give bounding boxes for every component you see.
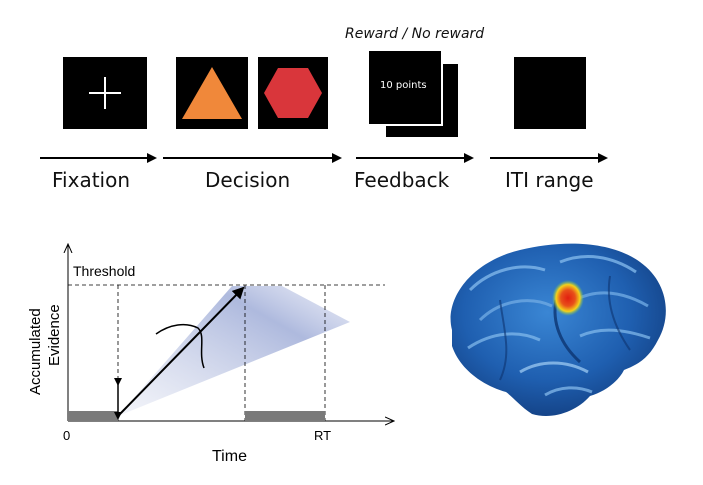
non-decision-time-bar-2 — [245, 411, 325, 421]
feedback-points-text: 10 points — [380, 80, 427, 91]
reward-no-reward-label: Reward / No reward — [345, 26, 485, 42]
timeline-arrows — [40, 153, 608, 163]
stage-label-fixation: Fixation — [52, 168, 131, 192]
hexagon-stimulus-icon — [264, 68, 322, 118]
decision-screen-triangle — [176, 57, 248, 129]
stage-label-decision: Decision — [205, 168, 291, 192]
activation-hotspot — [552, 280, 584, 316]
drift-arrow — [117, 286, 245, 417]
fixation-screen — [63, 57, 147, 129]
decision-screen-hexagon — [258, 57, 328, 129]
iti-screen — [514, 57, 586, 129]
origin-label: 0 — [63, 428, 70, 443]
non-decision-time-bar-1 — [68, 411, 118, 421]
threshold-label: Threshold — [73, 263, 135, 279]
stage-label-iti: ITI range — [505, 168, 594, 192]
feedback-screen-front — [369, 51, 443, 126]
evidence-spread-cone — [118, 286, 350, 416]
triangle-stimulus-icon — [182, 67, 242, 119]
x-axis-label: Time — [212, 448, 247, 465]
y-axis-label-line1: Accumulated — [27, 308, 44, 395]
stage-label-feedback: Feedback — [354, 168, 450, 192]
y-axis-label-line2: Evidence — [46, 304, 63, 366]
fixation-cross-icon — [89, 77, 121, 109]
drift-variability-curve — [155, 323, 205, 369]
rt-label: RT — [314, 428, 331, 443]
